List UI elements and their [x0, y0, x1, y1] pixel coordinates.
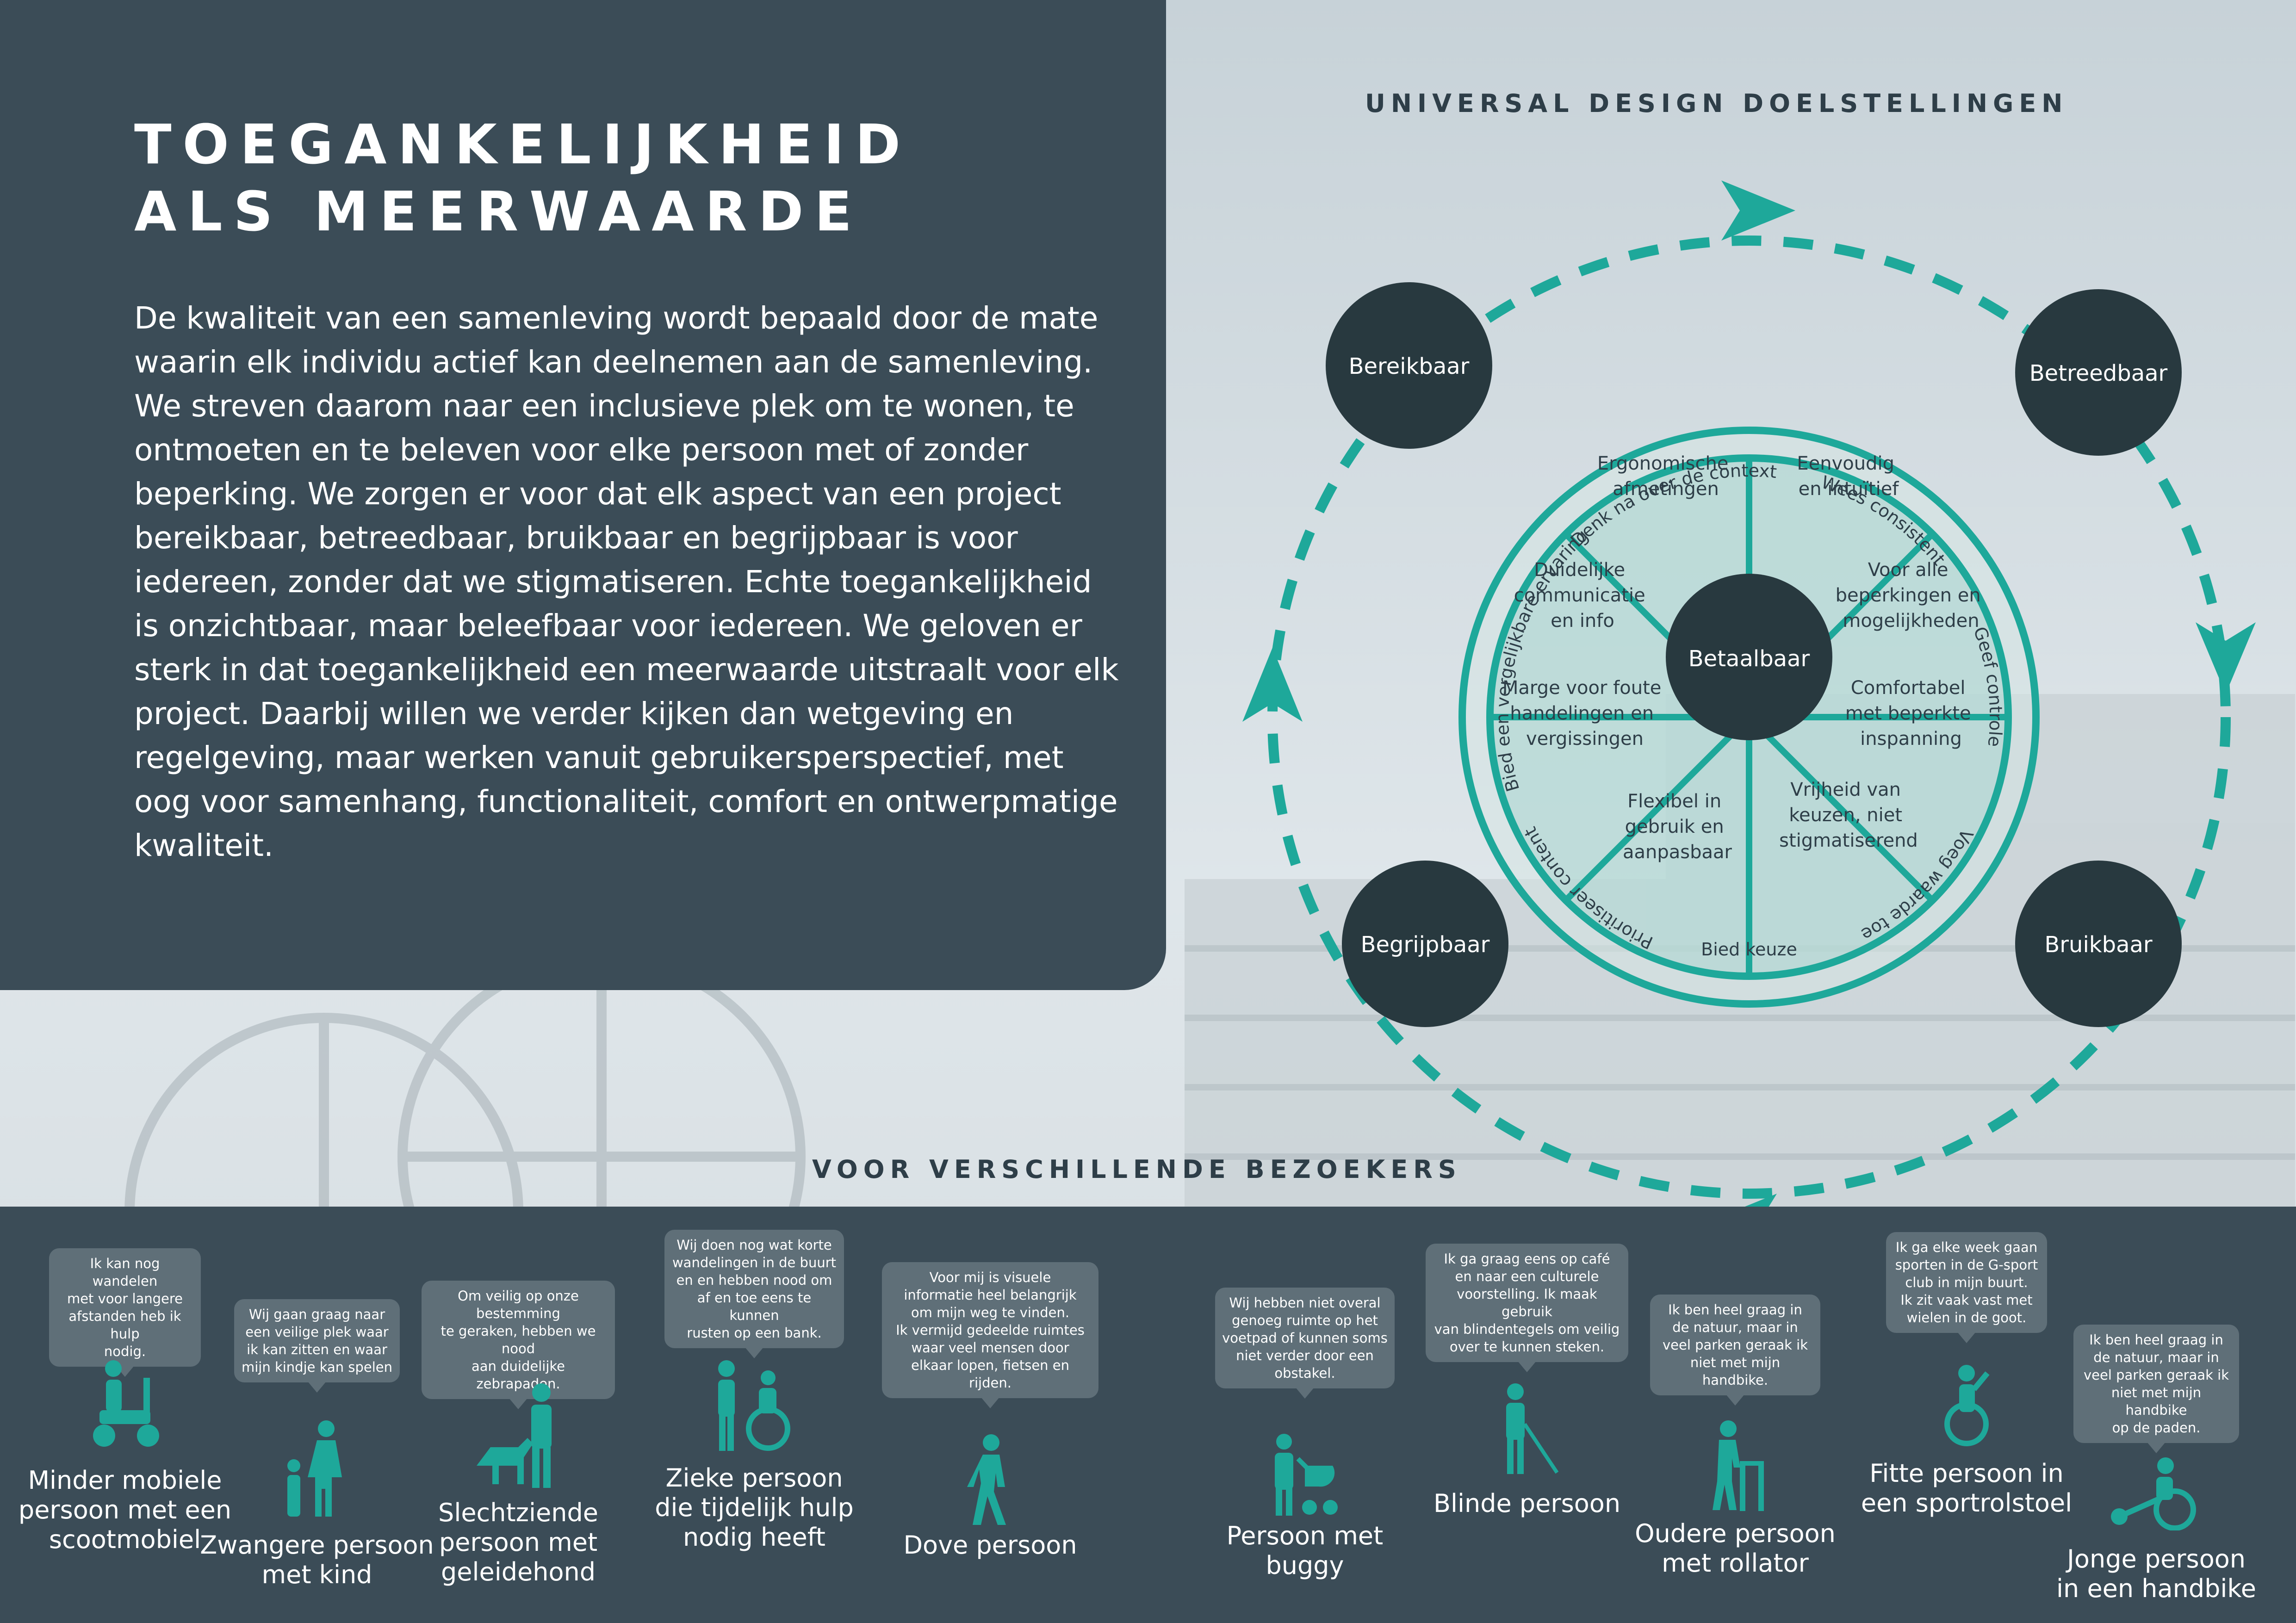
cycle-arrow-right-icon — [2196, 622, 2256, 694]
cycle-dashed-ring — [1267, 235, 2231, 1199]
page-title-line-1: TOEGANKELIJKHEID — [134, 112, 912, 176]
segment-label-all-abilities: Voor alle beperkingen en mogelijkheden — [1836, 559, 1987, 632]
center-node-label: Betaalbaar — [1688, 646, 1810, 672]
cycle-arrow-top-icon — [1721, 180, 1795, 241]
cycle-arrow-left-icon — [1242, 648, 1303, 722]
node-bereikbaar — [1326, 282, 1492, 449]
intro-panel: TOEGANKELIJKHEID ALS MEERWAARDE De kwali… — [0, 0, 1166, 990]
segment-label-freedom: Vrijheid van keuzen, niet stigmatiserend — [1779, 779, 1918, 851]
page-title-line-2: ALS MEERWAARDE — [134, 180, 863, 243]
walking-person-icon — [967, 1434, 1006, 1525]
segment-label-flexible: Flexibel in gebruik en aanpasbaar — [1623, 791, 1732, 863]
segment-label-tolerance: Marge voor foute handelingen en vergissi… — [1502, 677, 1667, 750]
segment-label-communication: Duidelijke communicatie en info — [1514, 559, 1651, 632]
node-begrijpbaar — [1342, 861, 1508, 1027]
person-with-buggy-icon — [1275, 1434, 1338, 1516]
rollator-icon — [1713, 1420, 1764, 1511]
page-title: TOEGANKELIJKHEID ALS MEERWAARDE — [134, 111, 1106, 245]
visitor-label: Blinde persoon — [1433, 1489, 1621, 1518]
handbike-icon — [2111, 1457, 2196, 1530]
visitors-title: VOOR VERSCHILLENDE BEZOEKERS — [812, 1155, 1462, 1184]
node-bereikbaar-label: Bereikbaar — [1349, 353, 1470, 379]
intro-paragraph: De kwaliteit van een samenleving wordt b… — [134, 300, 1119, 863]
blind-person-icon — [1506, 1383, 1559, 1474]
pregnant-with-child-icon — [287, 1420, 342, 1517]
ring-label-choice: Bied keuze — [1701, 939, 1797, 960]
assisted-wheelchair-icon — [718, 1360, 790, 1451]
segment-label-low-effort: Comfortabel met beperkte inspanning — [1845, 677, 1977, 750]
sport-wheelchair-icon — [1944, 1365, 1990, 1446]
mobility-scooter-icon — [93, 1360, 159, 1447]
center-node — [1666, 574, 1832, 740]
diagram-title: UNIVERSAL DESIGN DOELSTELLINGEN — [1365, 89, 2068, 118]
node-betreedbaar — [2015, 289, 2182, 456]
node-bruikbaar-label: Bruikbaar — [2044, 932, 2153, 958]
node-begrijpbaar-label: Begrijpbaar — [1361, 932, 1490, 958]
segment-label-ergonomic: Ergonomische afmetingen — [1597, 453, 1734, 500]
visitor-label: Dove persoon — [903, 1530, 1077, 1560]
guide-dog-icon — [477, 1383, 552, 1488]
segment-label-intuitive: Eenvoudig en intuïtief — [1797, 453, 1900, 500]
node-bruikbaar — [2015, 861, 2182, 1027]
node-betreedbaar-label: Betreedbaar — [2029, 360, 2168, 386]
